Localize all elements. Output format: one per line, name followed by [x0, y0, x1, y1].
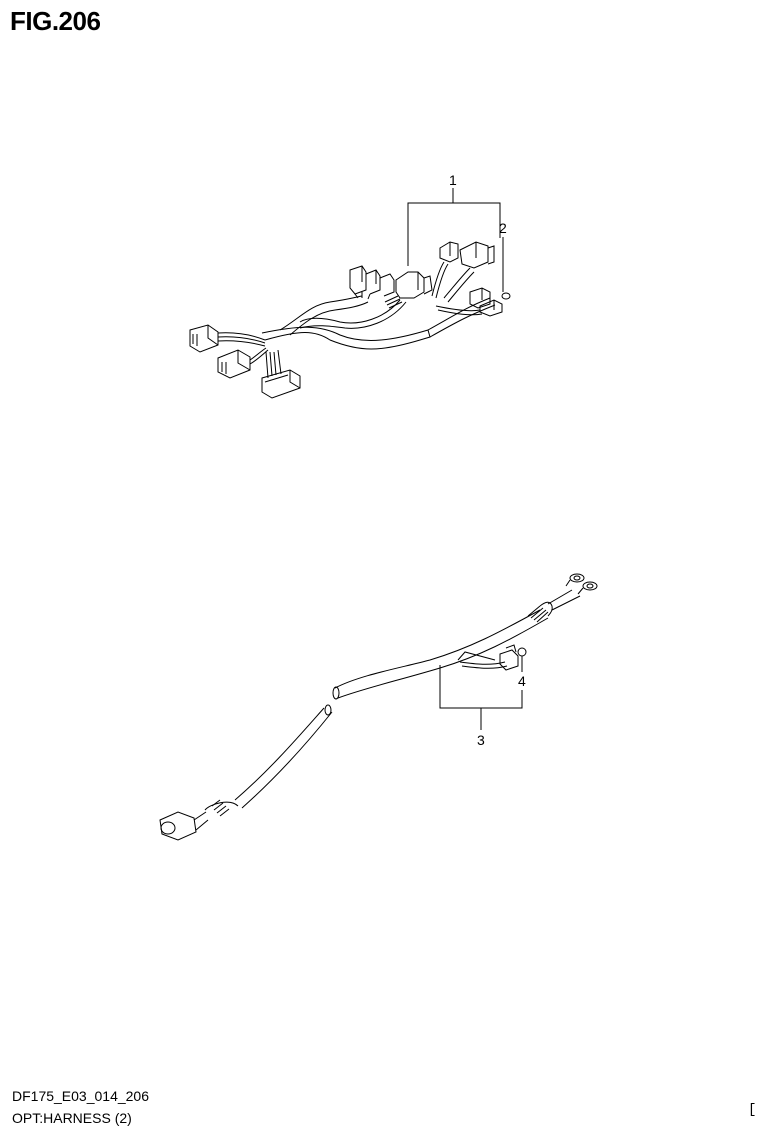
diagram-code: DF175_E03_014_206	[12, 1088, 150, 1104]
callout-label-2: 2	[499, 220, 507, 236]
callout-3: 3	[440, 665, 522, 748]
harness-1-drawing	[190, 242, 510, 398]
diagram-name: OPT:HARNESS (2)	[12, 1110, 132, 1126]
callout-4: 4	[518, 656, 526, 689]
callout-label-4: 4	[518, 673, 526, 689]
harness-3-drawing	[160, 574, 597, 840]
callout-label-3: 3	[477, 732, 485, 748]
callout-label-1: 1	[449, 172, 457, 188]
callout-2: 2	[499, 220, 507, 292]
callout-1: 1	[408, 172, 500, 266]
page-mark: [	[748, 1102, 757, 1118]
figure-title: FIG.206	[10, 6, 101, 36]
